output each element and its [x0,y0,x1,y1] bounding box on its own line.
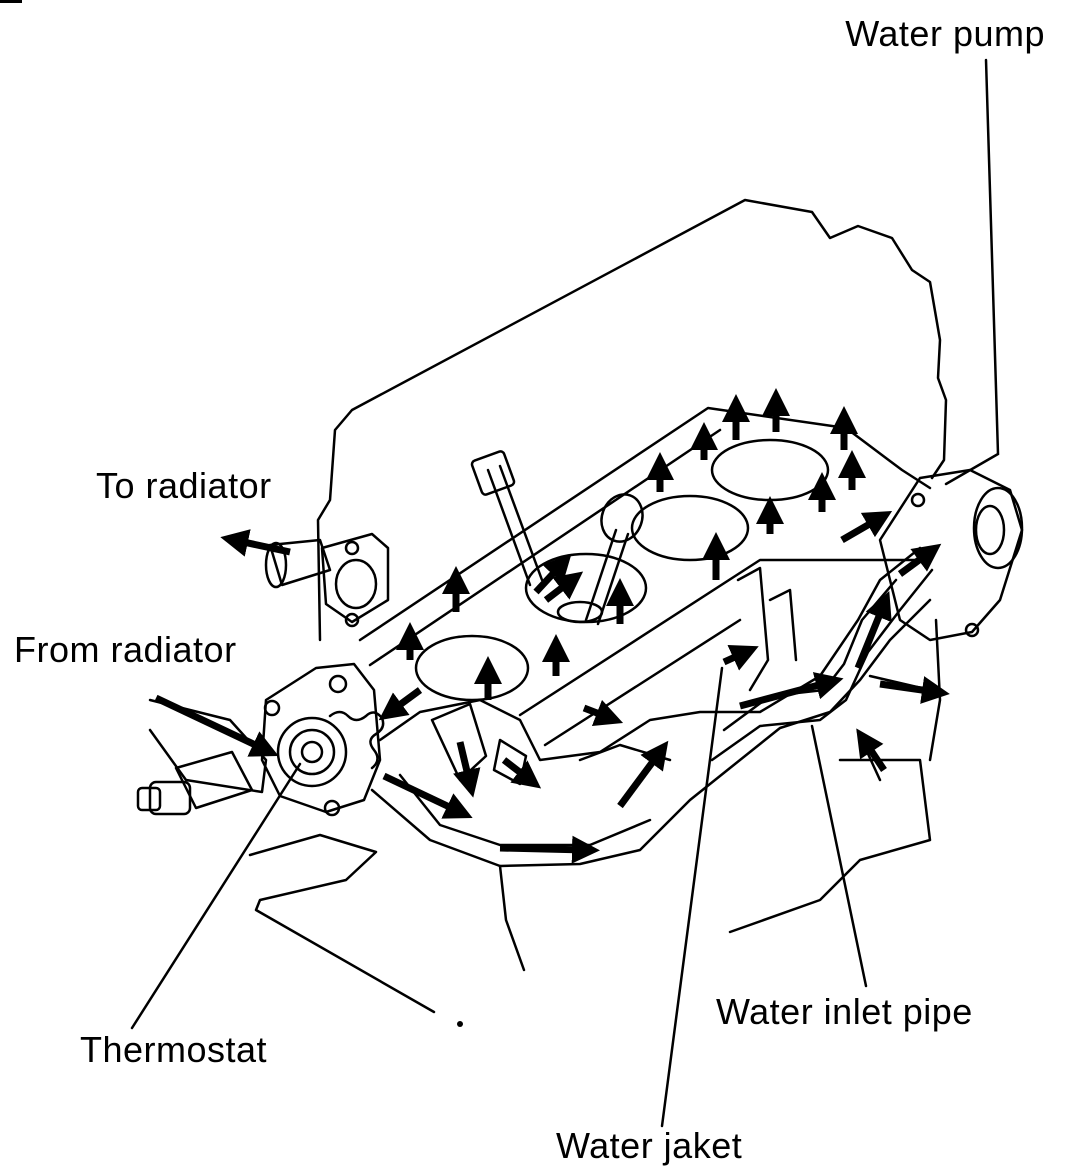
valve-stem-2 [584,528,618,622]
outlet-flange [320,532,390,624]
label-water-pump: Water pump [845,13,1045,54]
engine-block-outline [316,198,948,642]
gasket-lower-edge [518,558,932,717]
inlet-nozzle [136,786,162,812]
thermostat-housing [260,662,382,814]
flow-arrow-icon [154,388,950,864]
water-pump-pulley [972,486,1024,570]
cylinder-bore-4 [710,438,830,502]
water-manifold-lower [370,598,932,868]
head-front-edge [368,428,722,667]
label-thermostat: Thermostat [80,1029,268,1070]
thermostat-spring [328,710,385,770]
outlet-pipe [268,538,332,587]
leader-water-jaket [660,666,724,1128]
thermostat-body [276,716,348,788]
valve-head [556,600,604,624]
water-inlet-pipe [710,568,934,762]
leader-water-inlet-pipe [810,724,868,988]
label-water-jaket: Water jaket [556,1125,743,1166]
water-pump-housing [878,468,1024,642]
water-manifold-upper [378,546,922,762]
inlet-hose [148,698,268,794]
label-to-radiator: To radiator [96,465,272,506]
leader-water-pump [944,58,1000,486]
block-skirt [248,833,436,1014]
label-from-radiator: From radiator [14,629,237,670]
leader-thermostat [130,762,302,1030]
cylinder-bore-3 [630,494,750,562]
label-water-inlet-pipe: Water inlet pipe [716,991,973,1032]
corner-mark [0,0,22,3]
cylinder-bore-1 [414,634,530,702]
valve-stem-1 [486,468,532,587]
